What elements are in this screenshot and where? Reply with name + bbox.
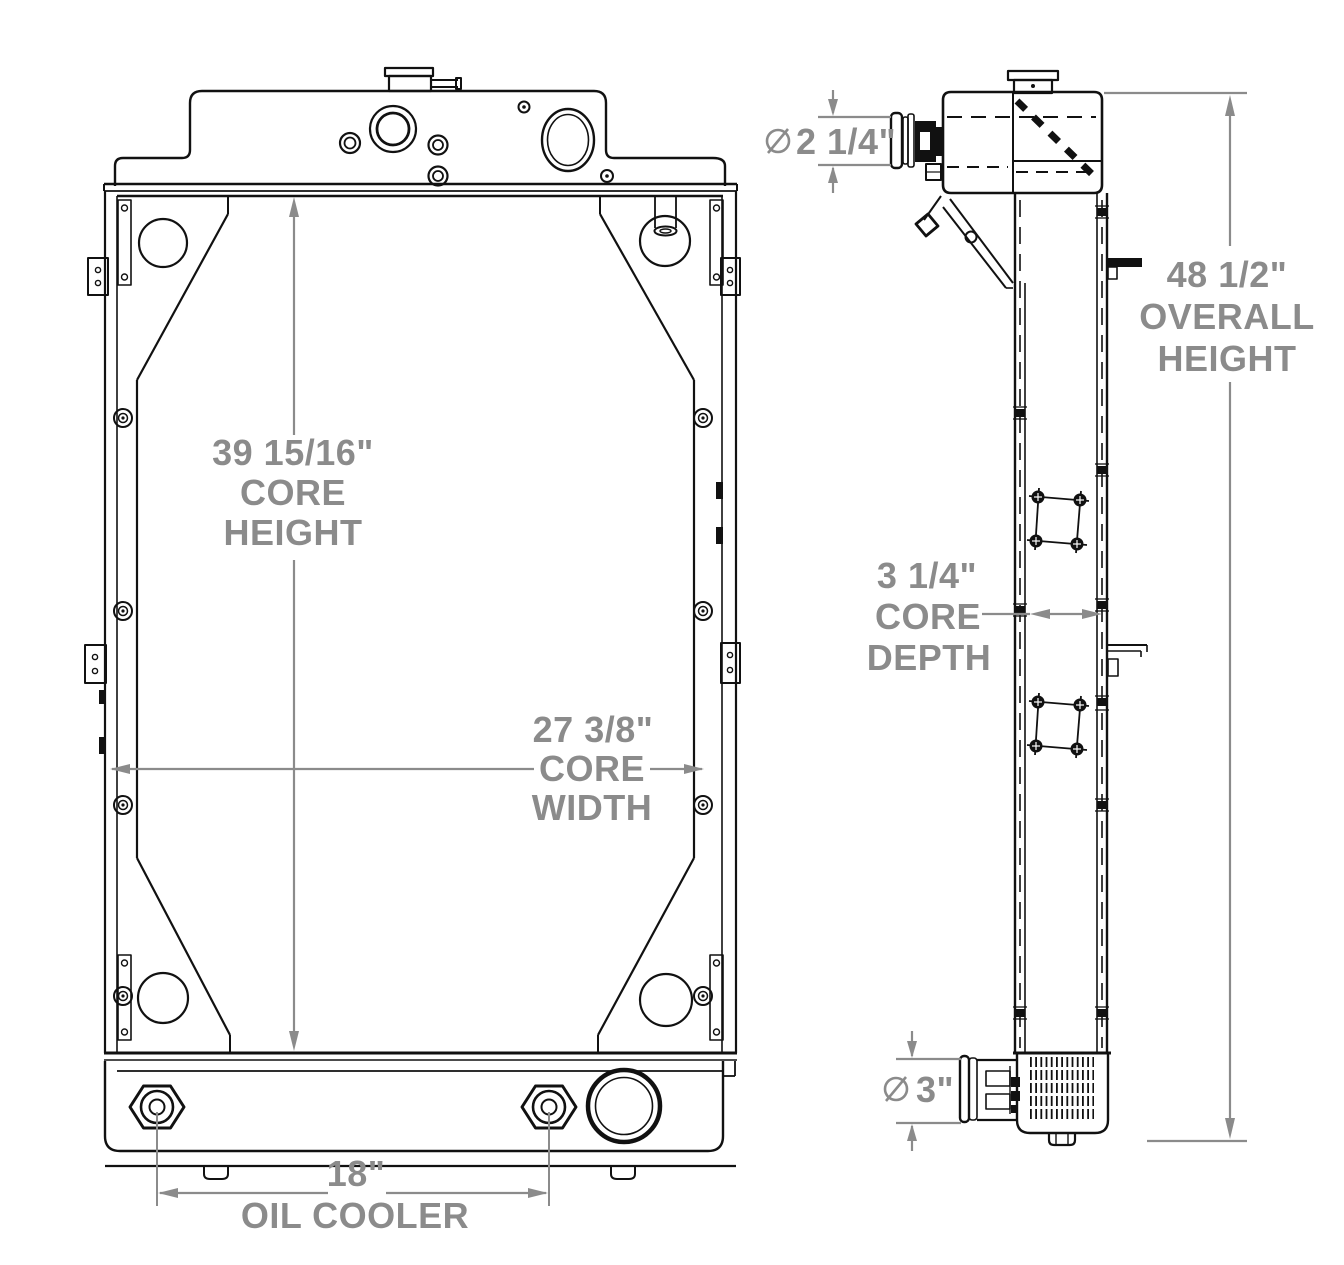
core-width-value: 27 3/8" bbox=[533, 709, 654, 750]
core-height-label1: CORE bbox=[240, 472, 346, 513]
arrow-up-icon bbox=[1225, 95, 1235, 116]
front-view bbox=[84, 66, 741, 1180]
bolt-cluster-lower bbox=[1026, 692, 1090, 759]
overall-height-value: 48 1/2" bbox=[1167, 254, 1288, 295]
oil-cooler-label: OIL COOLER bbox=[241, 1195, 469, 1236]
oil-cooler-fins bbox=[1030, 1057, 1094, 1119]
arrow-down-icon bbox=[1225, 1118, 1235, 1139]
mounting-bracket bbox=[720, 642, 741, 684]
top-flange-front bbox=[103, 182, 738, 198]
side-bracket-mid bbox=[1107, 644, 1148, 677]
core-depth-value: 3 1/4" bbox=[877, 555, 977, 596]
overall-height-label2: HEIGHT bbox=[1157, 338, 1296, 379]
core-width-label2: WIDTH bbox=[532, 787, 652, 828]
arrow-left-icon bbox=[1030, 609, 1050, 619]
hidden-diagonal-hatch bbox=[1014, 98, 1097, 179]
bottom-tank-front bbox=[103, 1051, 737, 1180]
side-view bbox=[889, 69, 1148, 1147]
weld-mark bbox=[99, 737, 106, 754]
oil-cooler-value: 18" bbox=[327, 1153, 386, 1194]
arrow-right-icon bbox=[684, 764, 704, 774]
inlet-diameter-value: 2 1/4" bbox=[796, 121, 896, 162]
foot-tab bbox=[1047, 1133, 1077, 1147]
corner-hole bbox=[136, 971, 190, 1025]
dim-core-depth: 3 1/4" CORE DEPTH bbox=[867, 555, 1102, 678]
top-tank-front bbox=[113, 89, 727, 187]
core-width-label1: CORE bbox=[539, 748, 645, 789]
frame-bolts bbox=[113, 408, 713, 1006]
arrow-right-icon bbox=[528, 1188, 548, 1198]
core-face-fittings bbox=[1013, 205, 1109, 1020]
dimensions: 39 15/16" CORE HEIGHT 27 3/8" CORE WIDTH… bbox=[110, 90, 1315, 1236]
corner-hole bbox=[638, 214, 692, 268]
dim-inlet-diameter: 2 1/4" bbox=[765, 90, 896, 193]
core-height-label2: HEIGHT bbox=[223, 512, 362, 553]
filler-cap-side bbox=[1006, 69, 1060, 95]
diameter-symbol-icon bbox=[883, 1076, 909, 1102]
arrow-down-icon bbox=[289, 1031, 299, 1051]
tank-port bbox=[540, 107, 596, 173]
arrow-right-icon bbox=[1082, 609, 1102, 619]
dim-oil-cooler: 18" OIL COOLER bbox=[156, 1112, 550, 1236]
mounting-bracket bbox=[84, 644, 107, 684]
core-height-value: 39 15/16" bbox=[212, 432, 374, 473]
inlet-tube-side bbox=[889, 111, 944, 181]
top-tank-side bbox=[941, 90, 1104, 195]
arrow-down-icon bbox=[828, 99, 838, 116]
support-gusset-side bbox=[914, 195, 1014, 289]
core-depth-label2: DEPTH bbox=[867, 637, 992, 678]
outlet-opening-front bbox=[585, 1067, 663, 1145]
outlet-tube-side bbox=[958, 1054, 1020, 1124]
corner-hole bbox=[638, 972, 694, 1028]
dim-overall-height: 48 1/2" OVERALL HEIGHT bbox=[1104, 91, 1315, 1143]
filler-neck bbox=[368, 104, 418, 154]
foot-tab bbox=[203, 1166, 229, 1180]
core-front bbox=[135, 196, 696, 1053]
mounting-bracket bbox=[720, 257, 741, 296]
core-depth-label1: CORE bbox=[875, 596, 981, 637]
side-frames-front bbox=[84, 191, 741, 1053]
weld-mark bbox=[99, 690, 106, 704]
bottom-tank-side bbox=[958, 1051, 1111, 1147]
side-bracket-top bbox=[1107, 258, 1142, 280]
arrow-up-icon bbox=[828, 166, 838, 183]
corner-hole bbox=[137, 217, 189, 269]
overall-height-label1: OVERALL bbox=[1139, 296, 1315, 337]
arrow-left-icon bbox=[110, 764, 130, 774]
weld-mark bbox=[716, 482, 723, 499]
dim-core-width: 27 3/8" CORE WIDTH bbox=[110, 709, 704, 828]
bolt-cluster-upper bbox=[1026, 487, 1090, 554]
diameter-symbol-icon bbox=[765, 128, 791, 154]
arrow-left-icon bbox=[158, 1188, 178, 1198]
filler-cap-front bbox=[383, 66, 462, 93]
arrow-up-icon bbox=[907, 1124, 917, 1141]
mounting-bracket bbox=[87, 257, 109, 296]
outlet-diameter-value: 3" bbox=[916, 1069, 954, 1110]
weld-mark bbox=[716, 527, 723, 544]
arrow-down-icon bbox=[907, 1041, 917, 1058]
dim-core-height: 39 15/16" CORE HEIGHT bbox=[212, 197, 374, 1051]
arrow-up-icon bbox=[289, 197, 299, 217]
foot-tab bbox=[610, 1166, 636, 1180]
dim-outlet-diameter: 3" bbox=[883, 1031, 961, 1151]
core-side bbox=[1013, 193, 1148, 1053]
